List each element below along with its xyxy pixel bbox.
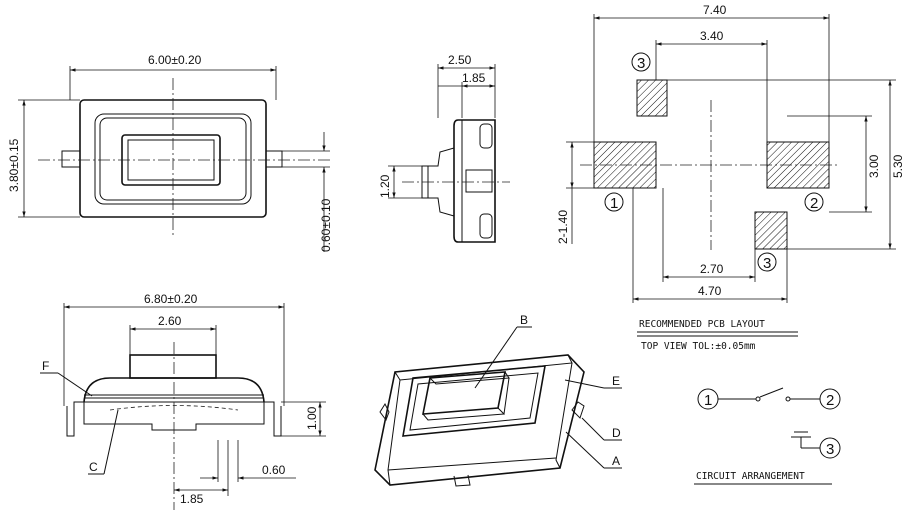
pcb-lower-spacing-dim: 2.70 — [700, 262, 724, 276]
circuit-title: CIRCUIT ARRANGEMENT — [696, 471, 805, 482]
front-actuator-dim: 2.60 — [158, 314, 182, 328]
top-height-dim: 3.80±0.15 — [7, 138, 21, 192]
top-lead-dim: 0.60±0.10 — [319, 198, 333, 252]
label-D: D — [612, 426, 621, 440]
label-F: F — [42, 359, 49, 373]
label-A: A — [612, 454, 620, 468]
pcb-pad-vertical-dim: 3.00 — [867, 154, 881, 178]
pcb-layout: 7.40 3.40 5.30 3.00 2-1.40 2.70 4.70 — [556, 3, 905, 352]
pcb-pin-3-bottom: 3 — [763, 255, 771, 272]
label-E: E — [612, 374, 620, 388]
side-width-dim: 2.50 — [448, 53, 472, 67]
pcb-pin-1: 1 — [610, 195, 618, 212]
circuit-pin-1: 1 — [704, 392, 712, 409]
pcb-pad-height-dim: 2-1.40 — [556, 210, 570, 244]
top-width-dim: 6.00±0.20 — [148, 53, 202, 67]
pcb-height-dim: 5.30 — [891, 154, 905, 178]
circuit-arrangement: 1 2 3 CIRCUIT ARRANGEMENT — [694, 387, 841, 485]
front-lead-dim: 0.60 — [262, 463, 286, 477]
isometric-view: B E D A — [374, 313, 622, 487]
front-offset-dim: 1.85 — [180, 492, 204, 506]
pcb-lower-width-dim: 4.70 — [698, 284, 722, 298]
pcb-pin-2: 2 — [810, 195, 818, 212]
pcb-pad-spacing-dim: 3.40 — [700, 29, 724, 43]
front-width-dim: 6.80±0.20 — [144, 292, 198, 306]
circuit-pin-2: 2 — [826, 392, 834, 409]
front-height-dim: 1.00 — [305, 406, 319, 430]
front-view: 6.80±0.20 2.60 1.00 0.60 1.85 F C — [40, 292, 326, 510]
pcb-layout-note: TOP VIEW TOL:±0.05mm — [641, 341, 756, 352]
side-inner-dim: 1.85 — [462, 71, 486, 85]
circuit-pin-3: 3 — [826, 441, 834, 458]
pcb-total-width-dim: 7.40 — [703, 3, 727, 17]
pcb-layout-title: RECOMMENDED PCB LAYOUT — [639, 319, 765, 330]
top-view: 6.00±0.20 3.80±0.15 0.60±0.10 — [7, 53, 333, 252]
side-view: 2.50 1.85 1.20 — [378, 53, 510, 243]
side-height-dim: 1.20 — [378, 174, 392, 198]
label-C: C — [89, 460, 98, 474]
label-B: B — [520, 313, 528, 327]
pcb-pin-3-top: 3 — [637, 55, 645, 72]
